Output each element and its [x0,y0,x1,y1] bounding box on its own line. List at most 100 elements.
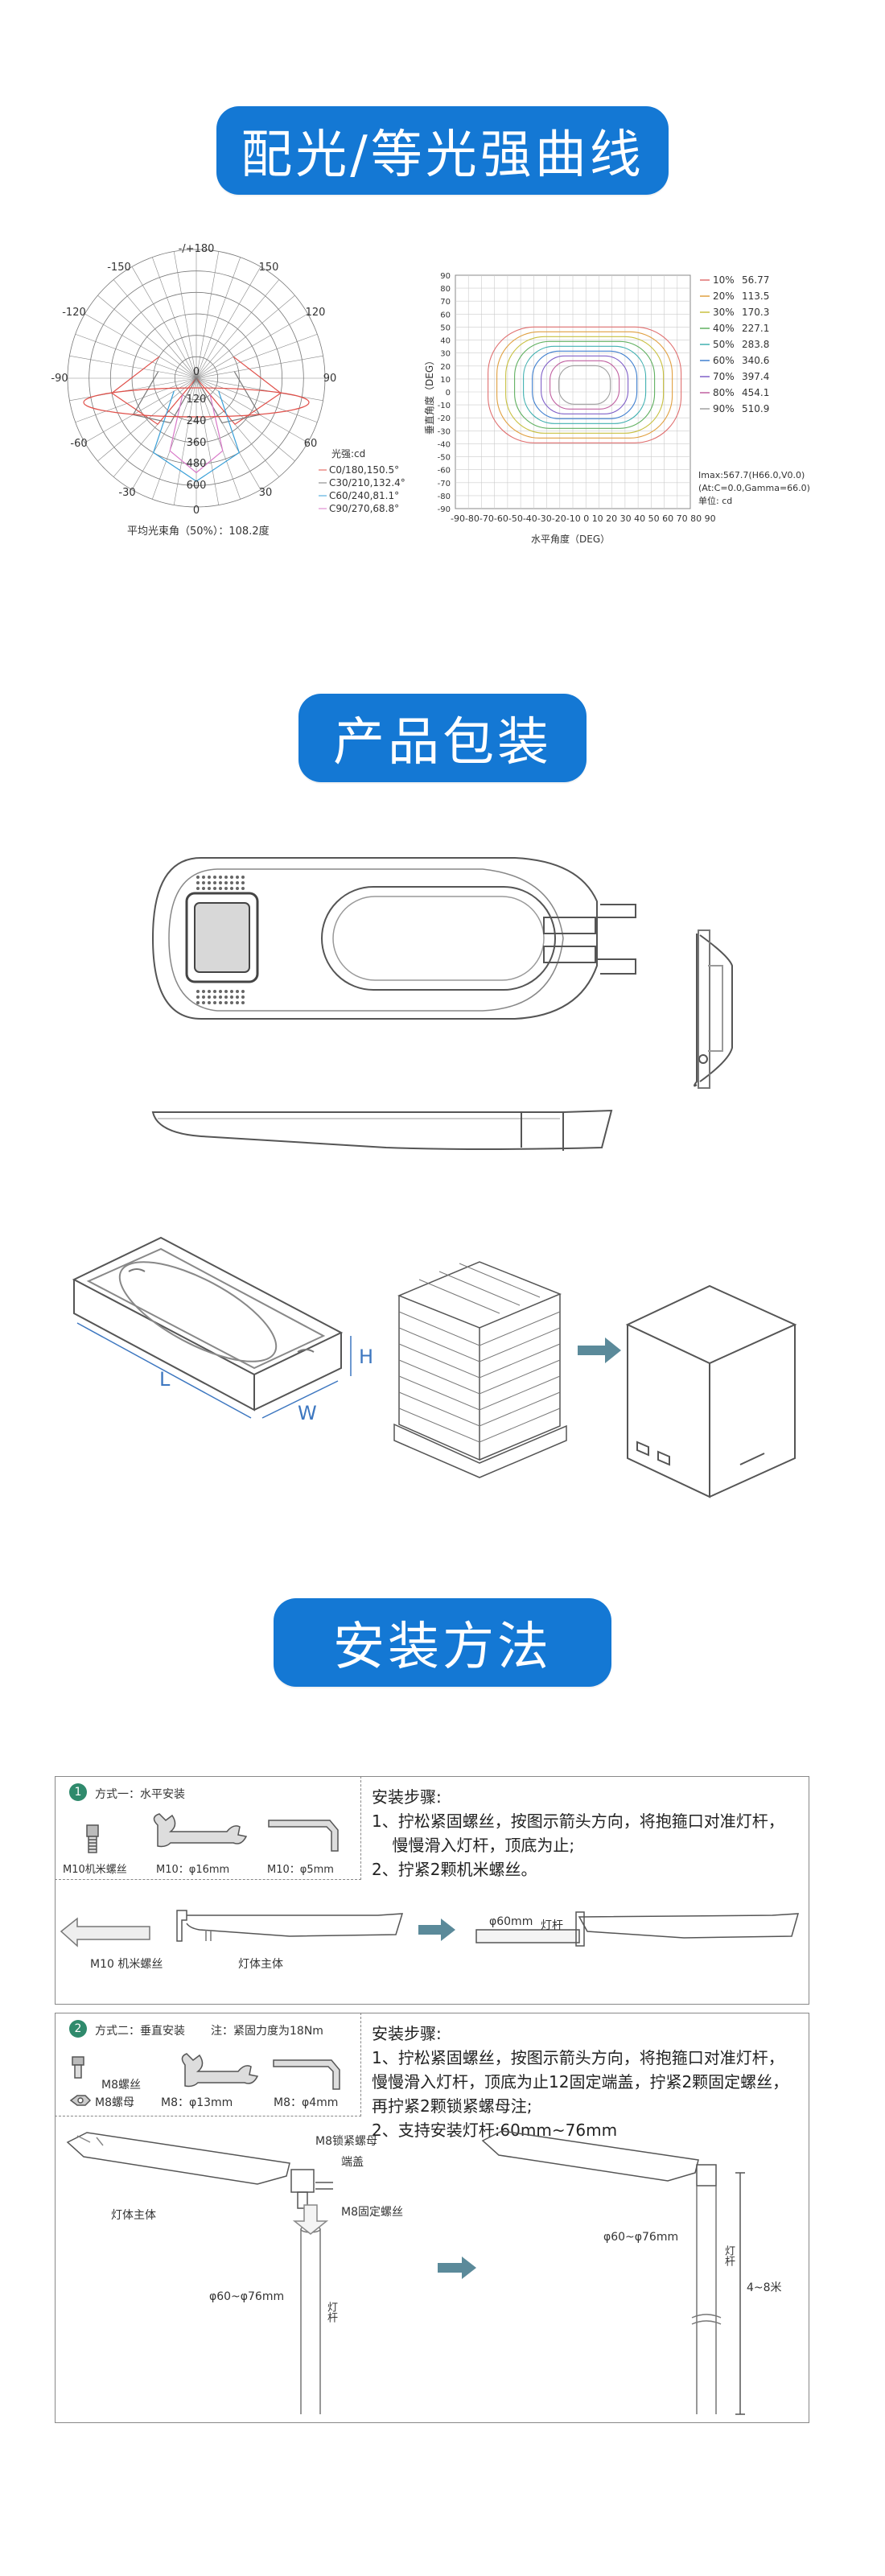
isolux-contour [505,336,665,434]
isolux-y-tick: -50 [438,454,451,463]
pallet-top-line [459,1263,541,1298]
pole-stub [60,1917,150,1947]
vent-dot [202,887,205,890]
isolux-y-tick: -80 [438,493,451,501]
pallet-layer-line [398,1327,561,1362]
vent-dot [241,881,245,884]
isolux-contour [514,340,656,429]
isolux-at: (At:C=0.0,Gamma=66.0) [698,483,810,493]
pallet-layer-line [398,1311,561,1346]
isolux-level-pct: 70% [713,371,735,382]
method2-badge: 2 [69,2020,87,2038]
isolux-level-pct: 50% [713,339,735,350]
bolt-icon [86,1824,99,1853]
vent-dot [219,876,222,879]
isolux-level-value: 510.9 [742,403,769,414]
isolux-y-tick: -90 [438,505,451,514]
vent-dot [208,990,211,993]
polar-ring-label: 120 [187,394,207,406]
wrench-icon [153,1813,248,1848]
vent-dot [241,887,245,890]
polar-angle-label: -90 [51,373,68,385]
vent-dot [196,881,200,884]
m2-bolt-label: M8螺丝 [101,2079,141,2092]
polar-spoke [196,355,323,379]
vent-dot [219,1001,222,1004]
lamp-top-view [151,857,636,1020]
m1-part1: M10 机米螺丝 [90,1958,163,1971]
banner-title: 产品包装 [333,713,552,773]
polar-spoke [131,266,197,379]
m2-step: 慢慢滑入灯杆，顶底为止12固定端盖，拧紧2颗固定螺丝， [372,2072,789,2092]
polar-spoke [196,251,220,379]
method1-steps: 安装步骤: 1、拧松紧固螺丝，按图示箭头方向，将抱箍口对准灯杆， 慢慢滑入灯杆，… [372,1785,784,1882]
vent-dot [219,881,222,884]
isolux-x-ticks: -90-80-70-60-50-40-30-20-10 0 10 20 30 4… [451,513,716,524]
polar-legend-title: 光强:cd [331,448,365,460]
packaging-box-open [72,1236,344,1412]
vent-dot [196,995,200,999]
polar-spoke [196,377,220,505]
wrench-icon [181,2053,259,2088]
polar-spoke [97,377,197,462]
isolux-y-tick: 30 [440,350,451,359]
m2-height: 4~8米 [747,2281,782,2294]
polar-angle-label: 0 [193,505,200,517]
polar-spoke [196,279,280,379]
method1-num: 1 [74,1786,82,1799]
vent-dot [208,995,211,999]
polar-angle-label: 60 [304,438,318,450]
polar-angle-label: -60 [70,438,87,450]
method1-tools-box [55,1776,361,1880]
arrow-right-icon [438,2257,476,2279]
isolux-contour [541,355,629,414]
isolux-level-pct: 80% [713,387,735,398]
isolux-level-value: 56.77 [742,274,769,286]
banner-title: 安装方法 [333,1618,552,1677]
polar-angle-label: 90 [323,373,337,385]
dim-l-label: L [159,1368,171,1391]
section-banner-installation: 安装方法 [274,1598,611,1687]
banner-title: 配光/等光强曲线 [241,126,644,185]
isolux-level-pct: 30% [713,307,735,318]
isolux-y-tick: 40 [440,337,451,346]
isolux-level-value: 170.3 [742,307,769,318]
section-banner-light-distribution: 配光/等光强曲线 [216,106,669,195]
m2-step: 1、拧松紧固螺丝，按图示箭头方向，将抱箍口对准灯杆， [372,2048,784,2067]
vent-dot [230,990,233,993]
isolux-y-tick: -40 [438,440,451,449]
isolux-y-label: 垂直角度（DEG） [423,356,435,435]
m2-pole-range: φ60~φ76mm [209,2290,285,2303]
vent-dot [208,881,211,884]
polar-legend-item: C60/240,81.1° [329,490,399,501]
isolux-contour [496,331,673,439]
pallet-layer-line [398,1359,561,1395]
vent-dot [241,876,245,879]
vent-dot [202,1001,205,1004]
polar-spoke [196,377,308,443]
isolux-contour [558,365,611,405]
isolux-level-value: 227.1 [742,323,769,334]
m2-nut-label: M8螺母 [95,2096,134,2109]
isolux-level-value: 454.1 [742,387,769,398]
polar-angle-label: 120 [306,307,326,319]
m2-body: 灯体主体 [111,2209,156,2222]
m1-step: 2、拧紧2颗机米螺丝。 [372,1860,537,1879]
section-banner-packaging: 产品包装 [298,694,587,782]
vent-dot [219,990,222,993]
m1-part2: 灯体主体 [238,1958,283,1971]
polar-legend-item: C30/210,132.4° [329,477,405,488]
isolux-level-pct: 60% [713,355,735,366]
isolux-x-label: 水平角度（DEG） [531,533,610,545]
vent-dot [208,887,211,890]
polar-angle-label: 30 [259,487,273,499]
pallet-layer-line [398,1375,561,1411]
polar-spoke [75,333,197,379]
bolt-icon [72,2056,84,2079]
m2-pole-label: 灯杆 [325,2302,337,2323]
vent-dot [219,995,222,999]
